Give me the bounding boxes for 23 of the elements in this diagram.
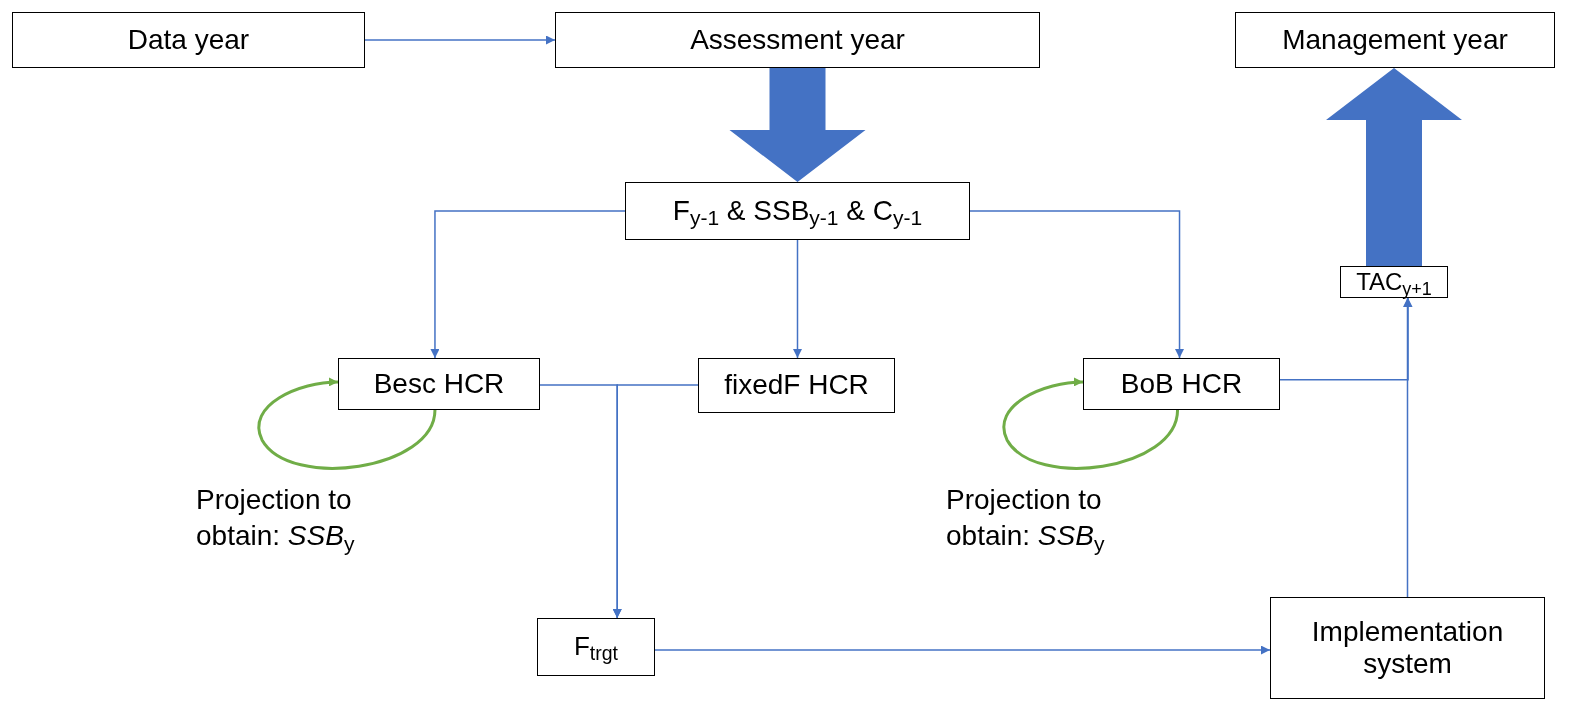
arrow	[364, 35, 556, 45]
loop-arrow	[257, 377, 437, 470]
process-box: F$_{trgt}$	[537, 618, 655, 676]
edge-label: Projection to obtain: SSB$_{y}$	[946, 483, 1106, 555]
arrow	[969, 210, 1185, 359]
loop-arrow	[1002, 377, 1180, 470]
arrow	[793, 239, 802, 359]
edge-label: Projection to obtain: SSB$_{y}$	[196, 483, 356, 555]
arrow	[430, 210, 626, 359]
process-box: TAC$_{y+1}$	[1340, 266, 1448, 298]
block-arrow	[1326, 68, 1462, 266]
arrow	[1279, 297, 1413, 381]
process-box: BoB HCR	[1083, 358, 1280, 410]
process-box: Management year	[1235, 12, 1555, 68]
process-box: F$_{y-1}$ & SSB$_{y-1}$ & C$_{y-1}$	[625, 182, 970, 240]
process-box: fixedF HCR	[698, 358, 895, 413]
process-box: Data year	[12, 12, 365, 68]
process-box: Besc HCR	[338, 358, 540, 410]
arrow	[612, 384, 699, 619]
process-box: Assessment year	[555, 12, 1040, 68]
process-box: Implementation system	[1270, 597, 1545, 699]
block-arrow	[729, 68, 866, 182]
arrow	[654, 645, 1271, 655]
